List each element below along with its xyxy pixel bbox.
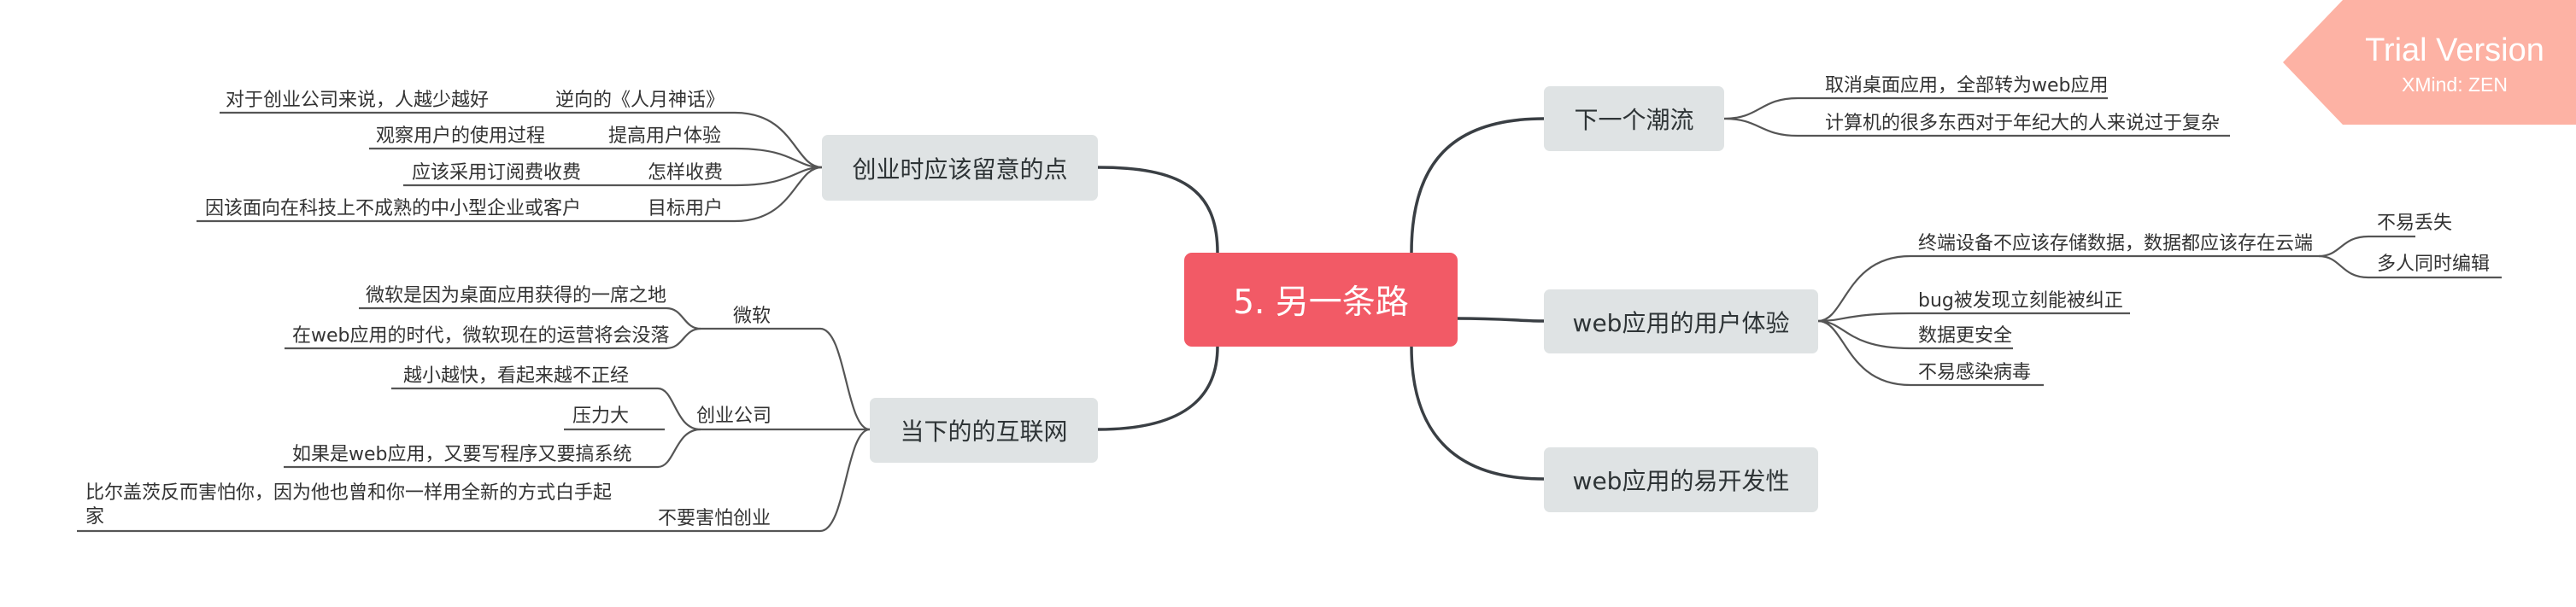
leaf-startup-company-1[interactable]: 越小越快，看起来越不正经: [403, 365, 630, 387]
trial-watermark-shape: [2283, 0, 2576, 125]
topic-web-ux-label: web应用的用户体验: [1572, 308, 1790, 337]
leaf-microsoft-2[interactable]: 在web应用的时代，微软现在的运营将会没落: [292, 325, 670, 347]
central-topic-label: 5. 另一条路: [1233, 283, 1409, 322]
topic-startup-notes-label: 创业时应该留意的点: [852, 155, 1068, 184]
topic-next-wave-label: 下一个潮流: [1574, 106, 1694, 134]
leaf-ux-storage-2[interactable]: 多人同时编辑: [2377, 254, 2491, 275]
connector-central-easy-dev: [1410, 346, 1545, 481]
watermark-title: Trial Version: [2365, 32, 2544, 68]
topic-web-easy-dev-label: web应用的易开发性: [1572, 467, 1790, 495]
leaf-no-fear-child[interactable]: 比尔盖茨反而害怕你，因为他也曾和你一样用全新的方式白手起家: [85, 482, 613, 528]
topic-web-ux[interactable]: web应用的用户体验: [1544, 289, 1818, 353]
leaf-next-wave-1[interactable]: 取消桌面应用，全部转为web应用: [1825, 75, 2109, 96]
connector-central-internet-now: [1097, 346, 1219, 431]
leaf-startup-company-2[interactable]: 压力大: [572, 406, 630, 427]
topic-internet-now-label: 当下的的互联网: [900, 417, 1068, 446]
leaf-startup-note-1-child[interactable]: 对于创业公司来说，人越少越好: [226, 90, 490, 111]
connector-central-next-wave: [1410, 117, 1545, 254]
leaf-ux-secure[interactable]: 数据更安全: [1918, 325, 2013, 347]
leaf-ux-virus[interactable]: 不易感染病毒: [1918, 362, 2032, 383]
topic-startup-notes[interactable]: 创业时应该留意的点: [822, 135, 1098, 201]
topic-next-wave[interactable]: 下一个潮流: [1544, 86, 1724, 151]
leaf-startup-note-4-child[interactable]: 因该面向在科技上不成熟的中小型企业或客户: [205, 198, 582, 219]
leaf-startup-note-2[interactable]: 提高用户体验: [608, 125, 722, 147]
leaf-startup-note-3[interactable]: 怎样收费: [648, 162, 724, 184]
leaf-microsoft[interactable]: 微软: [733, 306, 772, 327]
leaf-startup-company[interactable]: 创业公司: [696, 406, 772, 427]
leaf-next-wave-2[interactable]: 计算机的很多东西对于年纪大的人来说过于复杂: [1825, 113, 2221, 134]
leaf-no-fear[interactable]: 不要害怕创业: [658, 508, 772, 529]
connector-central-ux: [1456, 317, 1545, 323]
leaf-startup-note-3-child[interactable]: 应该采用订阅费收费: [412, 162, 582, 184]
topic-internet-now[interactable]: 当下的的互联网: [870, 398, 1098, 463]
leaf-startup-note-4[interactable]: 目标用户: [648, 198, 724, 219]
leaf-microsoft-1[interactable]: 微软是因为桌面应用获得的一席之地: [366, 285, 667, 306]
leaf-ux-bug[interactable]: bug被发现立刻能被纠正: [1918, 290, 2123, 312]
topic-web-easy-dev[interactable]: web应用的易开发性: [1544, 447, 1818, 512]
leaf-startup-note-1[interactable]: 逆向的《人月神话》: [555, 90, 725, 111]
connector-central-startup-notes: [1097, 166, 1219, 254]
leaf-startup-note-2-child[interactable]: 观察用户的使用过程: [376, 125, 546, 147]
watermark-subtitle: XMind: ZEN: [2402, 73, 2508, 96]
leaf-ux-storage[interactable]: 终端设备不应该存储数据，数据都应该存在云端: [1918, 233, 2314, 254]
leaf-ux-storage-1[interactable]: 不易丢失: [2377, 213, 2453, 234]
leaf-startup-company-3[interactable]: 如果是web应用，又要写程序又要搞系统: [292, 444, 632, 465]
central-topic[interactable]: 5. 另一条路: [1184, 253, 1458, 347]
